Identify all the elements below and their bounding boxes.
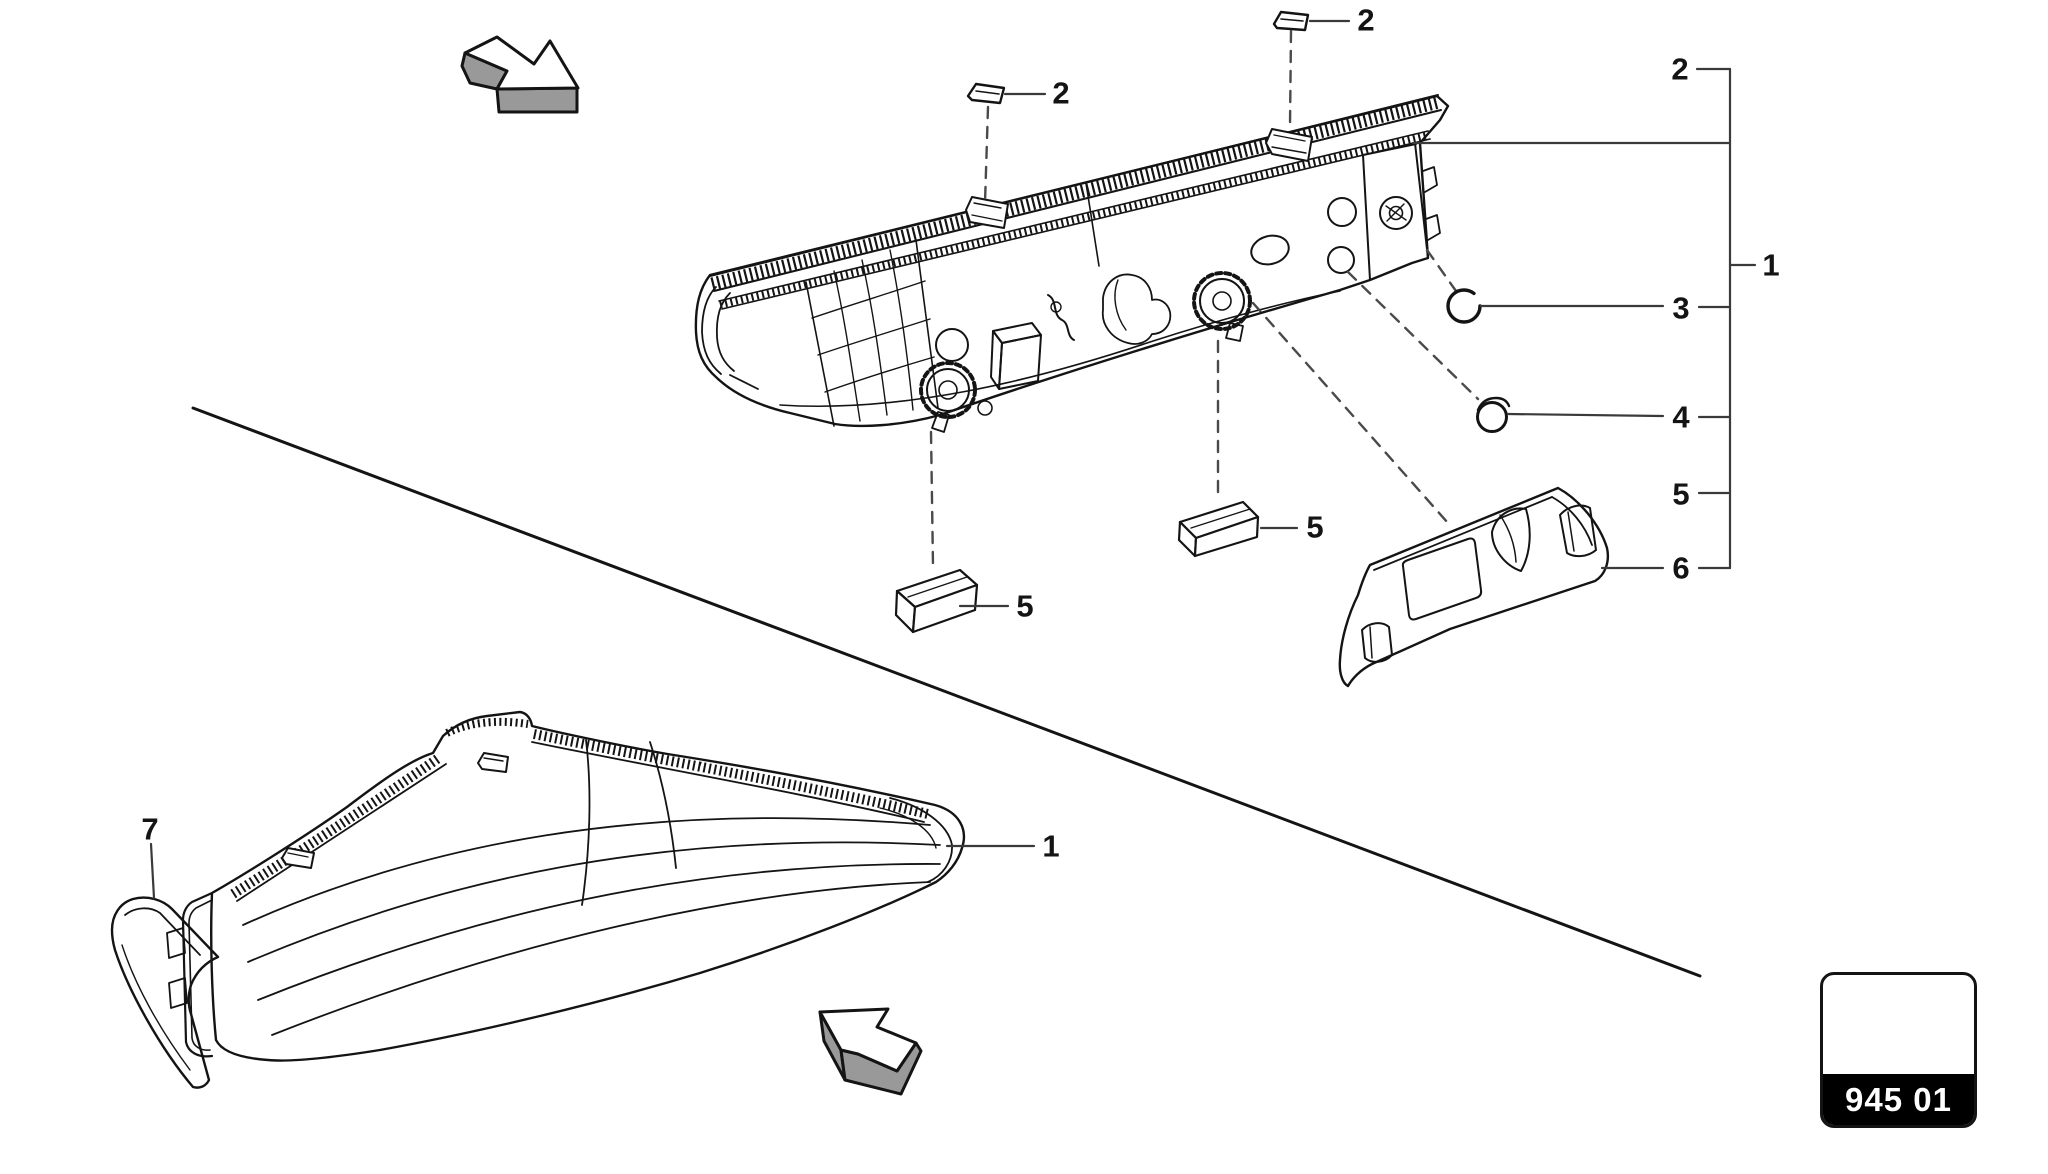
callout-leader-lines <box>149 19 1351 900</box>
dashed-assembly-lines <box>929 29 1480 568</box>
gasket-part-drawing <box>1338 486 1609 688</box>
section-thumbnail[interactable]: 945 01 <box>1820 972 1977 1128</box>
corner-trim-part-drawing <box>110 896 220 1089</box>
direction-arrow-icon <box>818 1007 923 1096</box>
assembled-taillight-drawing <box>166 710 966 1062</box>
callout-column-4[interactable]: 4 <box>1672 399 1690 435</box>
callout-column-1[interactable]: 1 <box>1762 247 1780 283</box>
grommet-part-drawing <box>1446 288 1482 324</box>
callout-2-clip-top[interactable]: 2 <box>1052 75 1070 111</box>
callout-7-trim[interactable]: 7 <box>141 811 159 847</box>
callout-5-pad-right[interactable]: 5 <box>1306 509 1324 545</box>
separator-line <box>191 406 1702 978</box>
retaining-clip-parts-drawing <box>966 10 1310 105</box>
callout-5-pad-left[interactable]: 5 <box>1016 588 1034 624</box>
callout-1-lamp[interactable]: 1 <box>1042 828 1060 864</box>
direction-arrow-icon <box>460 35 580 114</box>
callout-bracket-lines <box>1411 67 1757 570</box>
section-code: 945 01 <box>1845 1080 1952 1118</box>
callout-column-6[interactable]: 6 <box>1672 550 1690 586</box>
callout-column-5[interactable]: 5 <box>1672 476 1690 512</box>
cap-part-drawing <box>1476 396 1511 433</box>
section-code-band: 945 01 <box>1823 1074 1974 1125</box>
callout-column-3[interactable]: 3 <box>1672 290 1690 326</box>
exploded-taillight-drawing <box>694 94 1450 433</box>
callout-column-2[interactable]: 2 <box>1671 51 1689 87</box>
foam-pad-parts-drawing <box>894 500 1260 634</box>
callout-2-clip-upper[interactable]: 2 <box>1357 2 1375 38</box>
